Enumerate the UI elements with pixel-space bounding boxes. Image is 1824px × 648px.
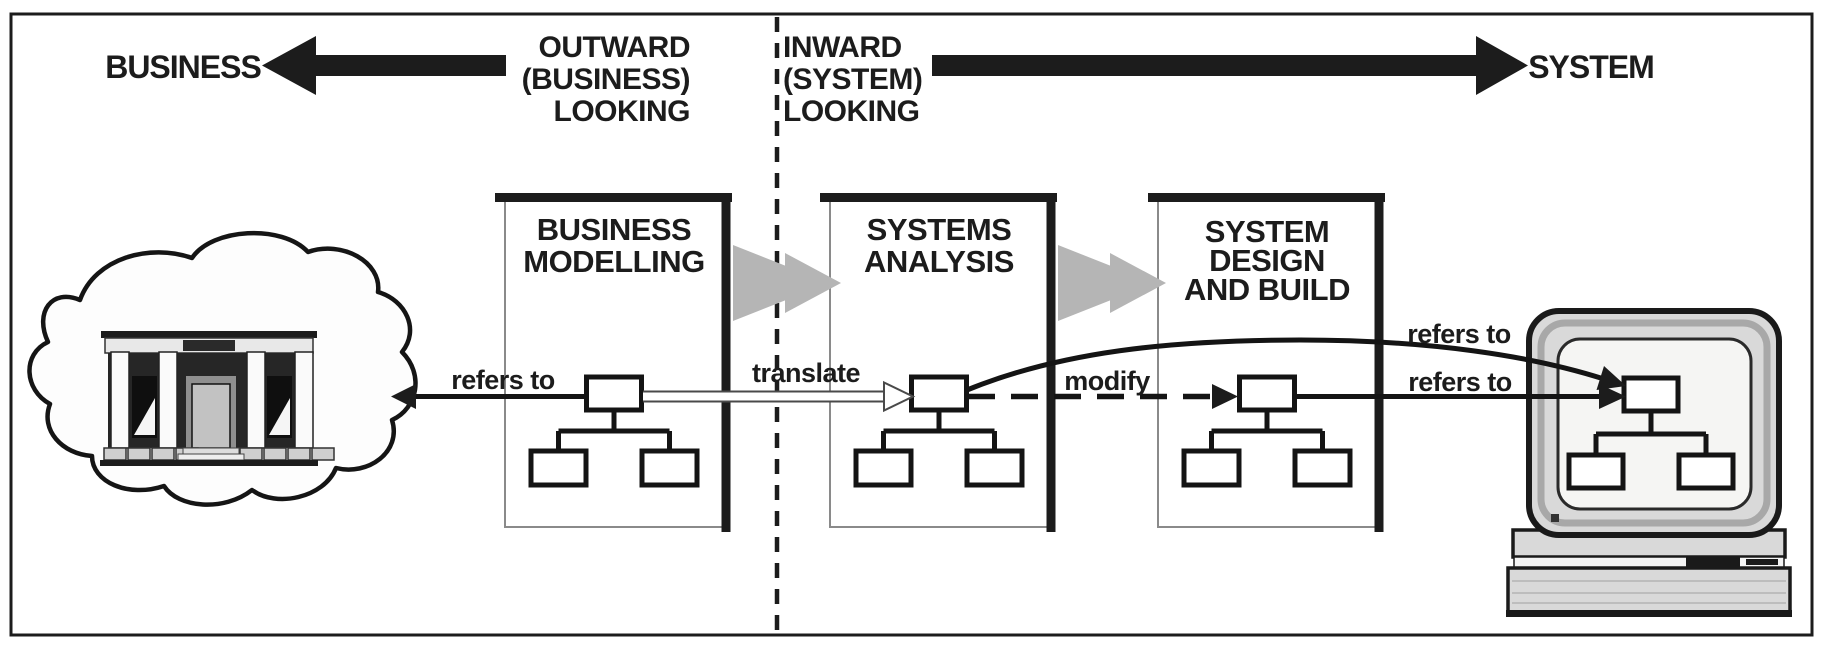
hollow-shaft-fill — [643, 392, 886, 401]
business-label: BUSINESS — [105, 49, 261, 85]
chevron-triangle — [733, 245, 829, 321]
hier-parent-box — [1621, 375, 1681, 414]
step — [182, 447, 240, 455]
connector-label: refers to — [451, 365, 555, 395]
window-right-highlight — [269, 398, 290, 435]
vent-slot — [1746, 559, 1778, 565]
connector-label: modify — [1064, 366, 1150, 396]
hier-parent-box — [584, 374, 644, 413]
power-indicator — [1551, 514, 1559, 522]
arrow-left-to-business-icon — [262, 36, 506, 95]
arrowhead-left — [391, 384, 416, 409]
stage-title-line: MODELLING — [523, 244, 705, 279]
stage-title-line: DESIGN — [1209, 243, 1325, 278]
column — [110, 351, 130, 449]
curved-line — [966, 337, 1605, 393]
connector-label: translate — [752, 358, 861, 388]
arrowhead-right — [1599, 384, 1626, 409]
model-hierarchy-business-modelling — [528, 374, 700, 488]
monitor-base-lower — [1506, 566, 1792, 614]
hier-child-box — [853, 448, 914, 488]
bank-building-icon — [100, 331, 335, 466]
system-monitor-icon — [1506, 308, 1792, 617]
chevron-triangle — [1058, 245, 1154, 321]
hier-parent-box — [909, 374, 969, 413]
arrowhead-right — [1212, 384, 1238, 409]
svg-text:LOOKING: LOOKING — [554, 95, 691, 128]
stage-box-top-bar — [1148, 193, 1385, 202]
hier-child-box — [1676, 452, 1736, 491]
pedestal-block — [151, 447, 175, 461]
stage-title-line: BUSINESS — [537, 212, 691, 247]
connector-modify: modify — [968, 366, 1238, 409]
svg-text:(SYSTEM): (SYSTEM) — [783, 63, 922, 96]
pedestal-block — [127, 447, 151, 461]
outward-looking-label: OUTWARD (BUSINESS) LOOKING — [522, 31, 691, 128]
column — [158, 351, 178, 449]
model-hierarchy-on-screen — [1566, 375, 1736, 491]
stage-title-line: SYSTEMS — [867, 212, 1012, 247]
svg-text:INWARD: INWARD — [783, 31, 902, 64]
chevron-triangle — [1110, 253, 1166, 313]
stage-box-right-bar — [721, 193, 731, 532]
floppy-slot — [1686, 557, 1740, 567]
arrowhead-curved — [1596, 366, 1626, 390]
hier-child-box — [528, 448, 589, 488]
pedestal-block — [263, 447, 287, 461]
model-hierarchy-systems-analysis — [853, 374, 1025, 488]
model-hierarchy-system-design — [1181, 374, 1353, 488]
monitor-shadow — [1506, 610, 1792, 617]
column — [246, 351, 266, 449]
svg-text:LOOKING: LOOKING — [783, 95, 920, 128]
flow-chevron-2 — [1058, 245, 1166, 321]
hier-child-box — [639, 448, 700, 488]
pedestal-block — [311, 447, 335, 461]
connector-refers-to-system-upper: refers to — [966, 319, 1626, 393]
connector-label: refers to — [1407, 319, 1511, 349]
system-label: SYSTEM — [1528, 49, 1654, 85]
hier-child-box — [1566, 452, 1626, 491]
svg-text:OUTWARD: OUTWARD — [539, 31, 690, 64]
window-left-highlight — [134, 398, 155, 435]
stage-title-line: ANALYSIS — [864, 244, 1014, 279]
hier-child-box — [964, 448, 1025, 488]
column — [294, 351, 314, 449]
connector-translate: translate — [643, 358, 916, 413]
building-sign — [183, 340, 235, 351]
inward-looking-label: INWARD (SYSTEM) LOOKING — [783, 31, 923, 128]
stage-title-line: SYSTEM — [1205, 214, 1329, 249]
stage-box-top-bar — [495, 193, 732, 202]
arrow-right-to-system-icon — [932, 36, 1528, 95]
stage-box-right-bar — [1374, 193, 1384, 532]
building-base — [100, 460, 318, 466]
flow-chevron-1 — [733, 245, 841, 321]
stage-title-line: AND BUILD — [1184, 272, 1350, 307]
door — [191, 383, 231, 449]
connector-label: refers to — [1408, 367, 1512, 397]
step — [177, 453, 245, 461]
bezel-shading — [1537, 319, 1771, 527]
hollow-arrowhead — [883, 380, 916, 413]
connector-refers-to-business: refers to — [391, 365, 586, 409]
hier-child-box — [1181, 448, 1242, 488]
pedestal-block — [287, 447, 311, 461]
svg-text:(BUSINESS): (BUSINESS) — [522, 63, 690, 96]
pedestal-block — [103, 447, 127, 461]
hier-child-box — [1292, 448, 1353, 488]
building-cornice — [101, 331, 317, 338]
connector-refers-to-system-lower: refers to — [1294, 367, 1626, 409]
chevron-triangle — [785, 253, 841, 313]
business-cloud-icon — [27, 230, 418, 507]
hier-parent-box — [1237, 374, 1297, 413]
stage-box-top-bar — [820, 193, 1057, 202]
